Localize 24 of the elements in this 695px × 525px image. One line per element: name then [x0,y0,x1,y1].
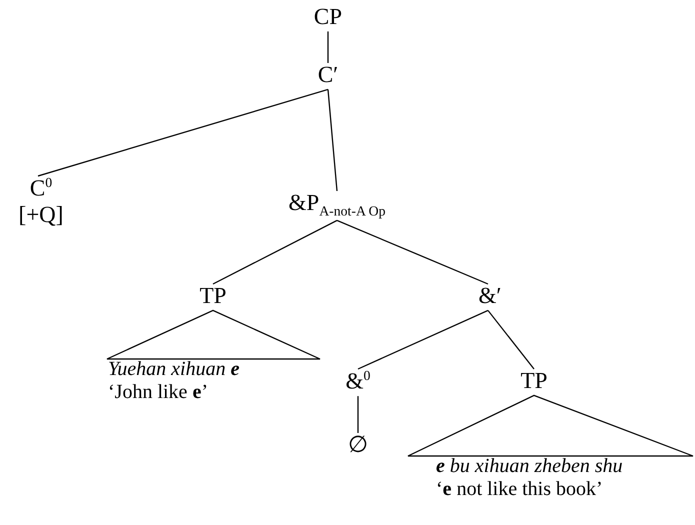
branch-line [212,220,338,285]
feature-label: [+Q] [18,202,64,229]
translation-text: ‘John like e’ [108,381,209,404]
node-label: C$^{0}$ [28,175,54,202]
translation-text: ‘e not like this book’ [436,478,604,501]
branch-line [336,220,488,285]
node-label: C′ [316,62,340,88]
node-label: &$^{0}$ [344,368,372,396]
node-label: TP [520,368,548,394]
branch-line [488,310,534,370]
branch-line [38,88,328,177]
gloss-text: Yuehan xihuan e [108,358,240,381]
branch-line [357,396,359,433]
gloss-text: e bu xihuan zheben shu [436,455,624,478]
triangle-branch [106,310,321,360]
node-label: CP [312,4,344,30]
empty-symbol: ∅ [347,432,369,458]
branch-line [327,31,329,63]
node-label: &P$_{A-not-A Op}$ [288,190,386,220]
triangle-branch [407,394,694,457]
branch-line [358,310,488,370]
node-label: &′ [478,283,502,310]
node-label: TP [198,283,228,310]
branch-line [327,89,338,192]
